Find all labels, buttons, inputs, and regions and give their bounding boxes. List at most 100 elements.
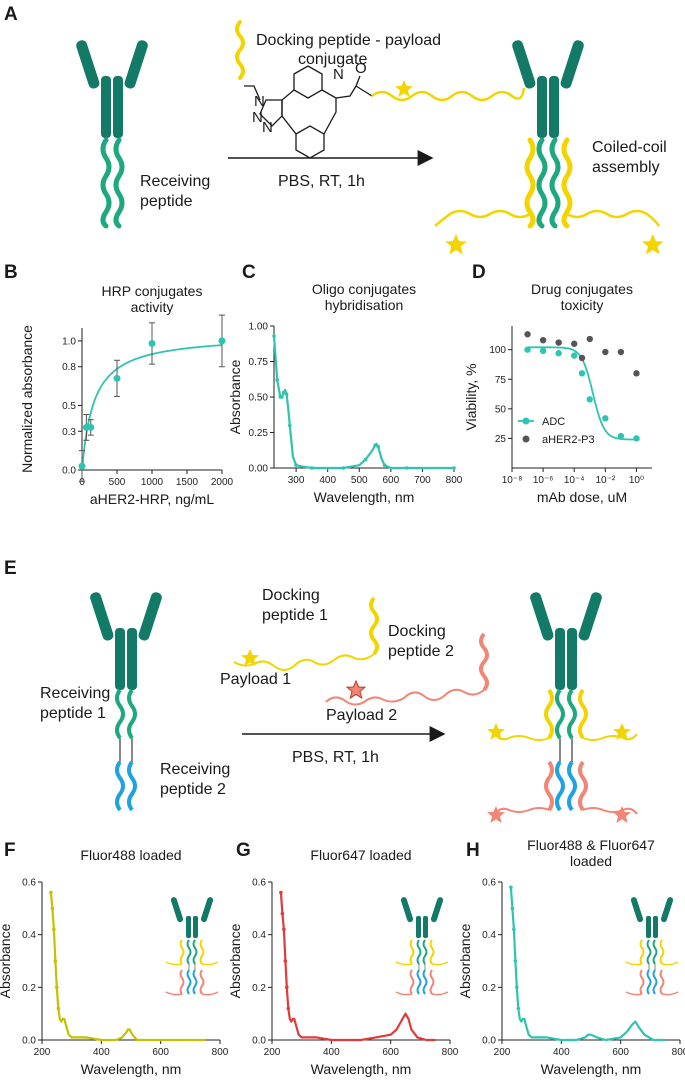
panel-label-e: E bbox=[4, 558, 17, 579]
inset-peptide bbox=[429, 939, 435, 965]
data-point bbox=[218, 337, 226, 345]
inset-antibody-arm bbox=[660, 897, 674, 923]
inset-peptide bbox=[192, 939, 198, 965]
y-tick-label: 0.6 bbox=[252, 878, 266, 889]
x-tick-label: 1000 bbox=[141, 477, 164, 488]
x-tick-label: 800 bbox=[446, 475, 463, 486]
x-tick-label: 10⁻² bbox=[595, 475, 615, 486]
chem-atom-n3: N bbox=[252, 109, 263, 126]
inset-peptide bbox=[199, 939, 205, 965]
docking-conjugate-title: Docking peptide - payload bbox=[256, 32, 441, 49]
x-tick-label: 400 bbox=[93, 1047, 110, 1058]
chart-title: Oligo conjugates bbox=[312, 281, 416, 297]
inset-antibody-stem bbox=[646, 916, 651, 938]
inset-antibody-stem bbox=[186, 916, 191, 938]
data-point bbox=[373, 443, 377, 448]
payload-1-label: Payload 1 bbox=[220, 671, 291, 688]
data-point bbox=[516, 1006, 521, 1011]
inset-linker bbox=[201, 991, 219, 996]
inset-peptide bbox=[422, 939, 428, 965]
y-tick-label: 50 bbox=[495, 404, 507, 415]
x-tick-label: 800 bbox=[212, 1047, 229, 1058]
data-point bbox=[50, 906, 55, 911]
y-tick-label: 1.00 bbox=[249, 322, 269, 333]
x-tick-label: 300 bbox=[288, 475, 305, 486]
antibody-a-left bbox=[74, 38, 150, 229]
inset-peptide bbox=[639, 969, 645, 995]
x-axis-label: Wavelength, nm bbox=[81, 1061, 182, 1077]
inset-peptide bbox=[429, 969, 435, 995]
chart-title: Fluor647 loaded bbox=[310, 847, 411, 863]
legend-label: ADC bbox=[542, 416, 565, 428]
data-point-aher2-p3 bbox=[633, 370, 640, 377]
data-point bbox=[113, 374, 121, 382]
data-point bbox=[281, 390, 286, 395]
inset-antibody-stem bbox=[193, 916, 198, 938]
data-point-adc bbox=[571, 352, 578, 359]
x-tick-label: 10⁰ bbox=[629, 475, 644, 486]
data-point bbox=[509, 885, 513, 890]
y-axis-label: Viability, % bbox=[463, 363, 479, 430]
data-point-aher2-p3 bbox=[586, 335, 593, 343]
inset-antibody-arm bbox=[430, 897, 444, 923]
y-tick-label: 0.2 bbox=[252, 983, 266, 994]
y-tick-label: 0.2 bbox=[482, 983, 496, 994]
payload-star-icon-a3 bbox=[642, 234, 664, 255]
y-tick-label: 0.0 bbox=[62, 466, 76, 477]
docking-peptide-2-label-2: peptide 2 bbox=[388, 643, 454, 660]
x-tick-label: 200 bbox=[264, 1047, 281, 1058]
inset-linker bbox=[431, 991, 449, 996]
y-tick-label: 0.6 bbox=[482, 878, 496, 889]
inset-peptide bbox=[186, 969, 192, 995]
x-axis-label: mAb dose, uM bbox=[537, 489, 627, 505]
data-point bbox=[53, 959, 58, 963]
dbco-structure bbox=[244, 65, 373, 159]
x-tick-label: 600 bbox=[382, 475, 399, 486]
docking-peptide-1-wave bbox=[369, 596, 379, 656]
antibody-e-left bbox=[88, 590, 164, 812]
inset-antibody-stem bbox=[416, 916, 421, 938]
data-point-adc bbox=[555, 350, 562, 357]
x-tick-label: 10⁻⁶ bbox=[533, 475, 554, 486]
data-point-adc bbox=[602, 415, 609, 422]
chem-atom-n2: N bbox=[254, 93, 265, 110]
inset-peptide bbox=[422, 969, 428, 995]
y-tick-label: 0.8 bbox=[62, 362, 76, 373]
data-point bbox=[52, 927, 56, 932]
receiving-peptide-2-label-2: peptide 2 bbox=[160, 781, 226, 798]
data-point bbox=[404, 466, 409, 470]
spectrum-line bbox=[49, 892, 206, 1042]
inset-linker bbox=[625, 991, 643, 996]
reaction-conditions-e: PBS, RT, 1h bbox=[292, 749, 379, 766]
y-axis-label: Absorbance bbox=[227, 359, 243, 434]
data-point-aher2-p3 bbox=[571, 340, 578, 347]
data-point bbox=[56, 1006, 61, 1011]
data-point bbox=[78, 462, 86, 470]
x-tick-label: 400 bbox=[319, 475, 336, 486]
chart-title-line-2: activity bbox=[131, 299, 174, 315]
x-tick-label: 800 bbox=[442, 1047, 459, 1058]
spectrum-line bbox=[272, 335, 454, 470]
data-point-aher2-p3 bbox=[539, 337, 547, 344]
x-tick-label: 600 bbox=[152, 1047, 169, 1058]
y-tick-label: 0.75 bbox=[249, 357, 269, 368]
y-tick-label: 0.4 bbox=[252, 930, 266, 941]
spectrum-line bbox=[509, 887, 666, 1042]
y-tick-label: 100 bbox=[489, 345, 506, 356]
legend-marker bbox=[522, 435, 530, 443]
data-point bbox=[284, 392, 289, 396]
y-tick-label: 0.0 bbox=[252, 1036, 266, 1047]
antibody-a-right bbox=[434, 38, 661, 229]
inset-peptide bbox=[179, 939, 185, 965]
data-point bbox=[515, 985, 519, 990]
x-tick-label: 600 bbox=[382, 1047, 399, 1058]
inset-peptide bbox=[186, 939, 192, 965]
inset-linker bbox=[661, 961, 679, 966]
inset-antibody-arm bbox=[630, 897, 644, 923]
y-tick-label: 0.00 bbox=[249, 464, 269, 475]
x-tick-label: 400 bbox=[553, 1047, 570, 1058]
